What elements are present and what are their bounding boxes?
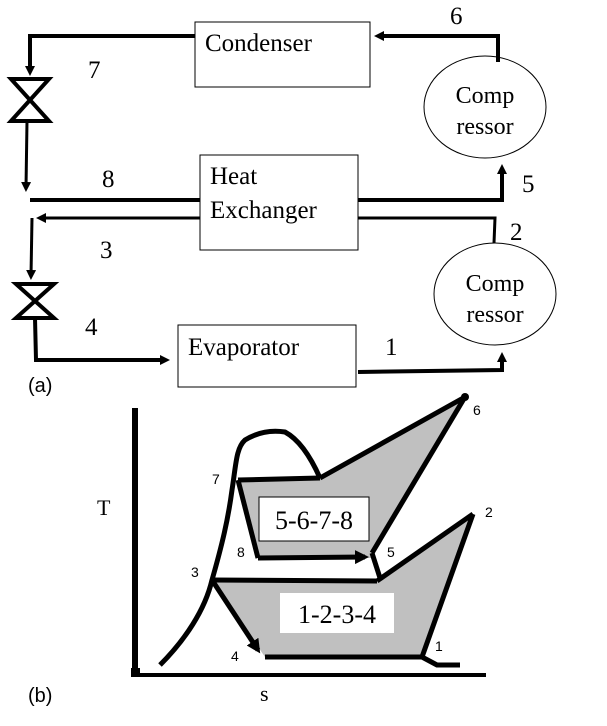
ts-state-label-6: 6 [473, 402, 481, 418]
process-line-6-5 [369, 395, 468, 555]
state-label-1: 1 [385, 334, 398, 361]
panel-b-label: (b) [28, 685, 52, 707]
evaporator: Evaporator [177, 324, 357, 388]
heat-exchanger-box [199, 154, 359, 251]
pipe-state-5 [358, 164, 507, 202]
condenser-label: Condenser [205, 30, 313, 57]
compressor-high-stage: Comp ressor [423, 55, 547, 159]
heat-exchanger-label-line1: Heat [210, 163, 257, 190]
compressor-high-label-line1: Comp [456, 83, 515, 109]
pipe-state-4 [33, 317, 170, 365]
condenser-box [194, 21, 371, 88]
pipe-state-1 [357, 352, 507, 374]
ts-state-label-3: 3 [191, 564, 199, 580]
cycle-high-label-text: 5-6-7-8 [275, 506, 353, 535]
pipe-state-6 [374, 31, 500, 62]
panel-a-label: (a) [28, 375, 52, 397]
evaporator-box [177, 324, 357, 388]
saturation-dome-curve [158, 428, 323, 667]
ts-state-label-5: 5 [387, 544, 395, 560]
process-line-7-8 [235, 479, 261, 559]
ts-state-label-7: 7 [212, 471, 220, 487]
pipe-state-2 [358, 216, 497, 244]
process-line-3-top [211, 577, 378, 584]
state-label-3: 3 [100, 237, 113, 264]
y-axis-label: T [97, 495, 111, 520]
compressor-low-label-line2: ressor [466, 302, 523, 328]
process-line-8-5 [257, 550, 369, 565]
cycle-high-label: 5-6-7-8 [258, 496, 370, 542]
compressor-low-label-line1: Comp [466, 271, 525, 297]
process-line-condensation [237, 475, 321, 483]
state-label-4: 4 [85, 314, 98, 341]
process-line-2-1 [419, 513, 476, 658]
process-line-5-link [369, 552, 383, 579]
panel-a-schematic: Condenser Heat Exchanger Evaporator Comp… [6, 3, 557, 397]
process-line-1-tail [420, 654, 460, 668]
cycle-low-label-box [280, 593, 394, 633]
pipe-state-7 [25, 34, 195, 76]
state-label-7: 7 [88, 57, 101, 84]
compressor-high-ellipse [423, 55, 547, 159]
heat-exchanger-label-line2: Exchanger [210, 197, 318, 224]
heat-exchanger: Heat Exchanger [199, 154, 359, 251]
pipe-state-3-vertical [26, 217, 37, 280]
panel-b-ts-diagram: 5-6-7-8 1-2-3-4 6 7 2 8 5 3 4 1 T s (b) [28, 393, 493, 707]
x-axis-label: s [260, 681, 269, 706]
state-label-6: 6 [450, 3, 463, 30]
state-label-8: 8 [102, 166, 115, 193]
compressor-low-stage: Comp ressor [433, 242, 557, 346]
cycle-low-label: 1-2-3-4 [280, 593, 394, 633]
process-line-5-6-upper [318, 394, 467, 481]
cycle-low-area [212, 514, 473, 657]
pipe-valve-high-outlet [21, 120, 32, 192]
ts-state-label-8: 8 [237, 544, 245, 560]
expansion-valve-high-icon [6, 77, 54, 123]
evaporator-label: Evaporator [188, 334, 300, 361]
ts-state-label-4: 4 [231, 648, 239, 664]
process-line-3-4 [209, 578, 261, 654]
cycle-low-label-text: 1-2-3-4 [298, 600, 376, 629]
condenser: Condenser [194, 21, 371, 88]
ts-state-label-1: 1 [435, 638, 443, 654]
state-label-2: 2 [510, 219, 523, 246]
state-label-5: 5 [522, 171, 535, 198]
ts-state-label-2: 2 [485, 504, 493, 520]
axis-origin-marker [131, 668, 140, 677]
compressor-high-label-line2: ressor [456, 114, 513, 140]
process-line-to-2 [375, 511, 475, 584]
expansion-valve-low-icon [10, 282, 60, 320]
cycle-high-label-box [258, 496, 370, 542]
